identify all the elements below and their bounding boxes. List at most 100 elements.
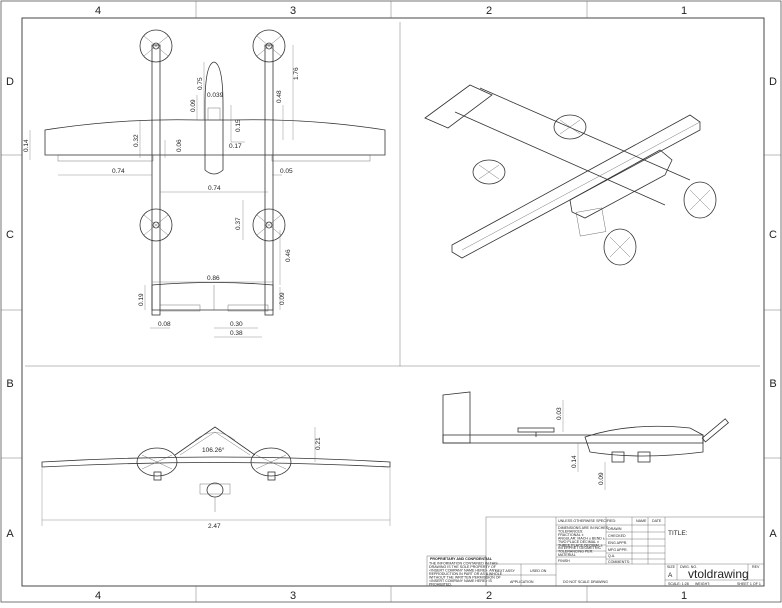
dim-top-0.86: 0.86 bbox=[207, 275, 220, 282]
tb-material: MATERIAL bbox=[558, 553, 576, 557]
isometric-view bbox=[424, 84, 717, 266]
dim-top-0.46: 0.46 bbox=[285, 249, 292, 262]
tb-spec-0: DIMENSIONS ARE IN INCHES bbox=[558, 526, 609, 530]
zone-col-1-bottom: 1 bbox=[681, 590, 687, 602]
tb-sheet: SHEET 1 OF 1 bbox=[737, 582, 761, 586]
inner-border bbox=[21, 17, 765, 587]
tb-prop-5: <INSERT COMPANY NAME HERE> IS bbox=[429, 579, 492, 583]
dim-top-0.05: 0.05 bbox=[280, 168, 293, 175]
tb-spec-4: TWO PLACE DECIMAL ± bbox=[558, 540, 599, 544]
tb-prop-heading: PROPRIETARY AND CONFIDENTIAL bbox=[430, 557, 493, 561]
zone-col-3-top: 3 bbox=[290, 5, 296, 17]
dim-top-0.74-booms: 0.74 bbox=[208, 185, 221, 192]
rotor-rear-right bbox=[252, 208, 286, 242]
dim-front-0.21: 0.21 bbox=[315, 437, 322, 450]
side-fuselage bbox=[584, 425, 704, 457]
zone-col-4-bottom: 4 bbox=[95, 590, 101, 602]
dim-side-0.03: 0.03 bbox=[556, 407, 563, 420]
dim-top-0.06: 0.06 bbox=[176, 139, 183, 152]
rotor-front-left bbox=[139, 29, 173, 63]
iso-tail bbox=[424, 84, 493, 129]
tb-prop-1: DRAWING IS THE SOLE PROPERTY OF bbox=[429, 565, 497, 569]
zone-row-d-right: D bbox=[769, 76, 777, 88]
right-boom bbox=[264, 44, 274, 316]
tb-spec-1: TOLERANCES: bbox=[558, 530, 583, 534]
dim-side-0.14: 0.14 bbox=[571, 455, 578, 468]
iso-boom-right bbox=[479, 87, 691, 181]
tb-scale: SCALE: 1:28 bbox=[668, 582, 689, 586]
iso-fuselage bbox=[569, 149, 673, 219]
dim-side-0.09: 0.09 bbox=[598, 472, 605, 485]
zone-col-2-bottom: 2 bbox=[486, 590, 492, 602]
tail-surface bbox=[151, 282, 274, 311]
top-view: 0.14 0.32 0.06 0.09 0.75 0.039 0.15 0.17… bbox=[23, 29, 386, 338]
zone-row-b-right: B bbox=[769, 378, 776, 390]
tb-prop-6: PROHIBITED. bbox=[429, 583, 452, 587]
zone-col-3-bottom: 3 bbox=[290, 590, 296, 602]
dim-top-0.38: 0.38 bbox=[230, 330, 243, 337]
tb-prop-2: <INSERT COMPANY NAME HERE>. ANY bbox=[429, 569, 497, 573]
front-view: 106.26° 0.21 2.47 bbox=[41, 426, 391, 530]
fuselage bbox=[204, 61, 224, 175]
dim-top-0.14: 0.14 bbox=[23, 139, 30, 152]
iso-wing bbox=[451, 114, 701, 259]
left-boom bbox=[151, 44, 161, 316]
side-pod-1 bbox=[611, 451, 625, 463]
tb-application: APPLICATION bbox=[510, 580, 534, 584]
front-tail-v bbox=[174, 426, 256, 456]
front-wing bbox=[41, 456, 391, 468]
zone-col-2-top: 2 bbox=[486, 5, 492, 17]
tb-date-hdr: DATE bbox=[652, 519, 662, 523]
title-block: UNLESS OTHERWISE SPECIFIED: DIMENSIONS A… bbox=[426, 516, 765, 587]
tb-role-eng: ENG APPR. bbox=[608, 541, 627, 545]
tb-size-label: SIZE bbox=[667, 565, 676, 569]
main-wing bbox=[44, 119, 386, 156]
dim-top-1.76: 1.76 bbox=[293, 67, 300, 80]
zone-col-4-top: 4 bbox=[95, 5, 101, 17]
tb-used-on: USED ON bbox=[530, 569, 547, 573]
tb-role-drawn: DRAWN bbox=[608, 527, 622, 531]
tb-dwg-name: vtoldrawing bbox=[688, 567, 749, 581]
dim-top-0.17: 0.17 bbox=[229, 143, 242, 150]
tb-role-qa: Q.A. bbox=[608, 554, 615, 558]
tb-prop-0: THE INFORMATION CONTAINED IN THIS bbox=[429, 562, 498, 566]
side-rotor-rear bbox=[517, 427, 555, 433]
zone-row-a-right: A bbox=[769, 528, 777, 540]
front-rotor-right bbox=[250, 447, 292, 477]
rotor-rear-left bbox=[139, 208, 173, 242]
dim-front-2.47: 2.47 bbox=[208, 523, 221, 530]
zone-row-d-left: D bbox=[6, 76, 14, 88]
dim-top-0.09-tail: 0.09 bbox=[279, 292, 286, 305]
dim-top-0.09: 0.09 bbox=[190, 99, 197, 112]
dim-top-0.039: 0.039 bbox=[207, 92, 224, 99]
tb-do-not-scale: DO NOT SCALE DRAWING bbox=[563, 580, 608, 584]
tb-prop-3: REPRODUCTION IN PART OR AS A WHOLE bbox=[429, 572, 503, 576]
iso-boom-left bbox=[454, 111, 666, 206]
tb-finish: FINISH bbox=[558, 559, 570, 563]
tb-interpret-1: TOLERANCING PER: bbox=[558, 550, 593, 554]
iso-rotor-2 bbox=[472, 159, 506, 185]
tb-spec-5: THREE PLACE DECIMAL ± bbox=[558, 544, 603, 548]
zone-row-a-left: A bbox=[6, 528, 14, 540]
zone-row-c-right: C bbox=[769, 229, 777, 241]
tb-dwg-no-label: DWG. NO. bbox=[680, 565, 697, 569]
iso-rotor-4 bbox=[603, 228, 637, 266]
iso-rotor-3 bbox=[683, 181, 717, 219]
tb-prop-4: WITHOUT THE WRITTEN PERMISSION OF bbox=[429, 576, 502, 580]
tb-rev-label: REV bbox=[752, 565, 760, 569]
tb-role-checked: CHECKED bbox=[608, 534, 626, 538]
dim-top-0.15: 0.15 bbox=[235, 119, 242, 132]
tb-name-hdr: NAME bbox=[636, 519, 647, 523]
tb-next-assy: NEXT ASSY bbox=[495, 569, 516, 573]
tb-spec-2: FRACTIONAL ± bbox=[558, 533, 584, 537]
rotor-front-right bbox=[252, 29, 286, 63]
tb-size-value: A bbox=[668, 572, 673, 579]
dim-front-angle: 106.26° bbox=[202, 446, 225, 454]
tb-title-label: TITLE: bbox=[668, 530, 688, 537]
dim-top-0.30: 0.30 bbox=[230, 321, 243, 328]
dim-top-0.19: 0.19 bbox=[138, 293, 145, 306]
